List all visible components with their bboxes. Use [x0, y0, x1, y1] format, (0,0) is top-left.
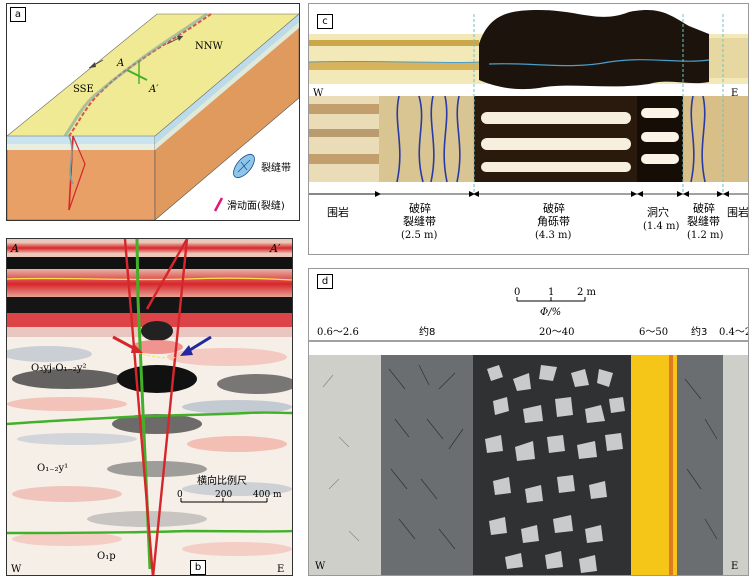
- panel-a-tag: a: [10, 7, 26, 22]
- zone-size-4: (1.4 m): [643, 221, 679, 232]
- porosity-value-4: 6～50: [639, 327, 668, 338]
- label-e: E: [731, 561, 738, 572]
- legend-slip-surface-text: 滑动面(裂缝): [227, 199, 285, 212]
- zone-label-2b: 裂缝带: [403, 214, 436, 228]
- panel-d: 0 1 2 m Φ/% 0.6～2.6 约8 20～40 6～50 约3 0.4…: [308, 268, 749, 576]
- porosity-value-1: 0.6～2.6: [317, 327, 359, 338]
- panel-b: A A′ O₃yj-O₁₋₂y² O₁₋₂y¹ O₁p 横向比例尺 0 200 …: [6, 238, 293, 576]
- zone-label-5b: 裂缝带: [687, 214, 720, 228]
- formation-lower-label: O₁p: [97, 551, 116, 562]
- panel-d-schematic: 0 1 2 m Φ/% 0.6～2.6 约8 20～40 6～50 约3 0.4…: [309, 287, 749, 575]
- scale-tick-0: 0: [177, 490, 183, 500]
- label-w: W: [313, 88, 324, 99]
- label-nnw: NNW: [195, 41, 224, 52]
- panel-c-image-log: 围岩 破碎 裂缝带 (2.5 m) 破碎 角砾带 (4.3 m) 洞穴 (1.4…: [309, 9, 749, 241]
- scale-title: 横向比例尺: [197, 474, 247, 487]
- zone-label-3a: 破碎: [543, 201, 565, 215]
- zone-size-5: (1.2 m): [687, 230, 723, 241]
- label-a-prime: A′: [269, 242, 281, 255]
- scale-tick-0: 0: [514, 287, 520, 298]
- label-e: E: [731, 88, 738, 99]
- porosity-value-3: 20～40: [539, 327, 574, 338]
- porosity-value-5: 约3: [691, 325, 707, 338]
- zone-size-3: (4.3 m): [535, 230, 571, 241]
- zone-label-2a: 破碎: [409, 201, 431, 215]
- zone-size-2: (2.5 m): [401, 230, 437, 241]
- zone-label-3b: 角砾带: [537, 215, 570, 228]
- label-w: W: [315, 561, 326, 572]
- panel-a: NNW SSE A A′ 裂缝带 滑动面(裂缝) a: [6, 3, 300, 221]
- panel-b-tag: b: [190, 560, 206, 575]
- porosity-label: Φ/%: [540, 307, 561, 318]
- label-w: W: [11, 564, 22, 575]
- label-sse: SSE: [73, 84, 94, 95]
- red-arrow-icon: [131, 343, 143, 353]
- legend-fracture-zone-text: 裂缝带: [261, 161, 291, 174]
- label-e: E: [277, 564, 284, 575]
- scale-tick-200: 200: [215, 490, 232, 500]
- panel-d-tag: d: [317, 274, 333, 289]
- label-a: A: [116, 58, 124, 69]
- formation-upper-label: O₃yj-O₁₋₂y²: [31, 363, 87, 374]
- zone-label-1: 围岩: [327, 205, 349, 219]
- formation-middle-label: O₁₋₂y¹: [37, 463, 68, 474]
- scale-tick-1: 1: [548, 287, 554, 298]
- zone-label-5a: 破碎: [693, 201, 715, 215]
- panel-c-tag: c: [317, 14, 333, 29]
- label-a-prime: A′: [148, 84, 159, 95]
- label-a: A: [10, 242, 19, 255]
- porosity-value-6: 0.4～2.2: [719, 327, 749, 338]
- slip-surface-legend-icon: [213, 197, 224, 212]
- panel-b-seismic-section: A A′ O₃yj-O₁₋₂y² O₁₋₂y¹ O₁p 横向比例尺 0 200 …: [7, 239, 292, 575]
- scale-tick-400: 400 m: [253, 490, 282, 500]
- porosity-value-2: 约8: [419, 325, 435, 338]
- panel-a-block-diagram: NNW SSE A A′ 裂缝带 滑动面(裂缝): [7, 12, 299, 220]
- panel-c: 围岩 破碎 裂缝带 (2.5 m) 破碎 角砾带 (4.3 m) 洞穴 (1.4…: [308, 3, 749, 255]
- scale-tick-2: 2 m: [577, 287, 597, 298]
- zone-label-6: 围岩: [727, 205, 749, 219]
- blue-arrow-icon: [180, 345, 193, 356]
- zone-label-4: 洞穴: [647, 205, 669, 219]
